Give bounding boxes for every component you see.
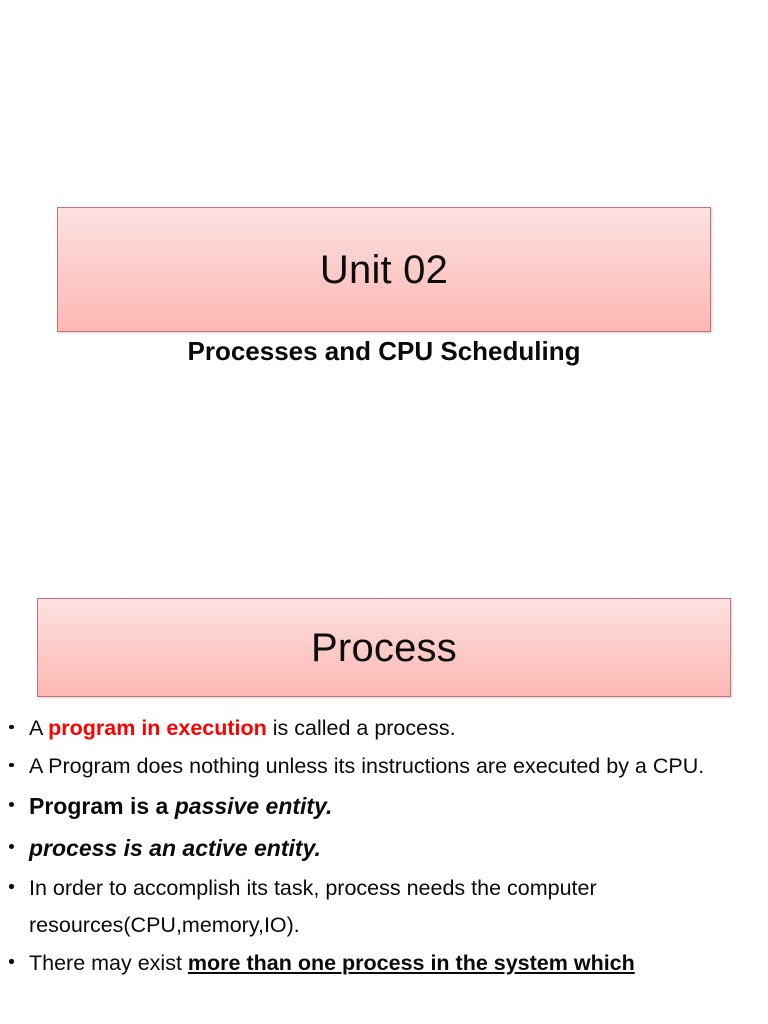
process-title-box: Process bbox=[37, 598, 731, 697]
bullet-text-segment: A bbox=[29, 716, 49, 740]
bullet-dot-icon bbox=[9, 844, 14, 850]
bullet-dot-icon bbox=[9, 724, 14, 730]
bullet-dot-icon bbox=[9, 762, 14, 768]
bullet-process-needs-resources: In order to accomplish its task, process… bbox=[0, 870, 768, 944]
bullet-text-segment: is called a process. bbox=[266, 716, 456, 740]
bullet-list: A program in execution is called a proce… bbox=[0, 710, 768, 983]
bullet-program-in-execution: A program in execution is called a proce… bbox=[0, 710, 768, 747]
bullet-text-segment: program in execution bbox=[48, 716, 267, 740]
process-title-text: Process bbox=[311, 625, 457, 670]
bullet-dot-icon bbox=[9, 959, 14, 964]
bullet-text-segment: more than one process in the system whic… bbox=[187, 950, 635, 975]
slide-subtitle: Processes and CPU Scheduling bbox=[187, 336, 581, 366]
bullet-text-segment: In order to accomplish its task, process… bbox=[29, 875, 597, 937]
bullet-text-segment: passive entity. bbox=[174, 792, 333, 819]
bullet-process-active-entity: process is an active entity. bbox=[0, 828, 768, 869]
unit-title-text: Unit 02 bbox=[319, 247, 449, 292]
unit-title-box: Unit 02 bbox=[57, 207, 711, 332]
bullet-program-does-nothing: A Program does nothing unless its instru… bbox=[0, 748, 768, 785]
bullet-text-segment: A Program does nothing unless its instru… bbox=[29, 753, 705, 778]
bullet-more-than-one-process: There may exist more than one process in… bbox=[0, 945, 768, 982]
bullet-dot-icon bbox=[9, 802, 14, 808]
bullet-text-segment: process is an active entity. bbox=[29, 834, 321, 861]
bullet-text-segment: Program is a bbox=[29, 792, 175, 819]
bullet-program-passive-entity: Program is a passive entity. bbox=[0, 786, 768, 827]
bullet-dot-icon bbox=[9, 884, 14, 889]
bullet-text-segment: There may exist bbox=[29, 950, 188, 975]
